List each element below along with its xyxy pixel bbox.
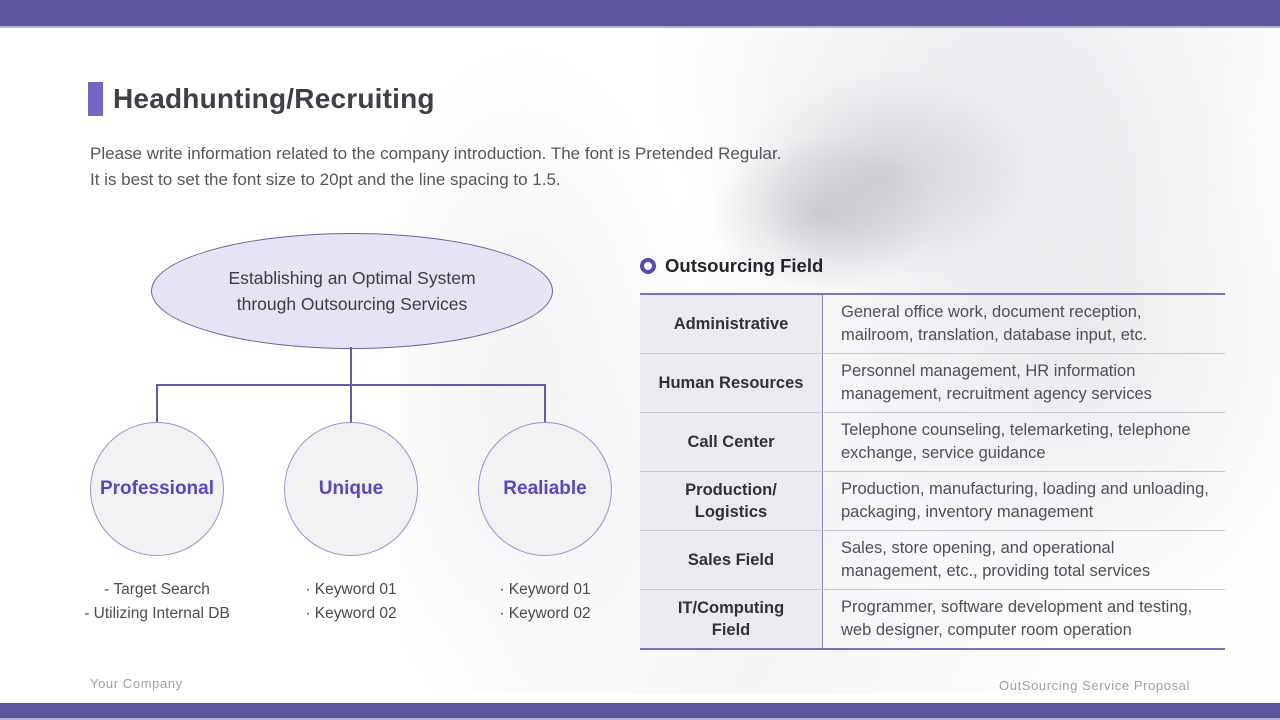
table-row: Administrative General office work, docu… xyxy=(640,295,1225,354)
keyword-item: - Utilizing Internal DB xyxy=(84,605,230,622)
page-title: Headhunting/Recruiting xyxy=(113,83,435,114)
table-row: Production/ Logistics Production, manufa… xyxy=(640,472,1225,531)
connector-stub-middle xyxy=(350,384,352,422)
field-cell: IT/Computing Field xyxy=(640,590,823,648)
connector-root-vertical xyxy=(350,347,352,384)
field-cell: Call Center xyxy=(640,413,823,471)
diagram-node: Realiable · Keyword 01 · Keyword 02 xyxy=(448,422,642,626)
keyword-item: · Keyword 02 xyxy=(499,605,591,622)
circle-label: Realiable xyxy=(503,478,587,499)
field-cell: Sales Field xyxy=(640,531,823,589)
outsourcing-table: Administrative General office work, docu… xyxy=(640,293,1225,650)
outsourcing-heading: Outsourcing Field xyxy=(665,255,824,276)
subtitle-line-2: It is best to set the font size to 20pt … xyxy=(90,170,561,189)
root-label-line-1: Establishing an Optimal System xyxy=(228,268,476,288)
table-row: Call Center Telephone counseling, telema… xyxy=(640,413,1225,472)
keyword-list: - Target Search - Utilizing Internal DB xyxy=(84,578,230,626)
description-cell: Sales, store opening, and operational ma… xyxy=(841,539,1151,580)
circle-label: Unique xyxy=(318,478,384,499)
footer-proposal: OutSourcing Service Proposal xyxy=(999,678,1190,693)
field-cell: Administrative xyxy=(640,295,823,353)
keyword-item: · Keyword 02 xyxy=(305,605,397,622)
outsourcing-section-header: Outsourcing Field xyxy=(640,255,823,277)
connector-stub-right xyxy=(544,384,546,422)
table-row: Sales Field Sales, store opening, and op… xyxy=(640,531,1225,590)
top-accent-bar xyxy=(0,0,1280,28)
subtitle-line-1: Please write information related to the … xyxy=(90,144,782,163)
keyword-item: - Target Search xyxy=(104,581,210,598)
description-cell: Telephone counseling, telemarketing, tel… xyxy=(841,421,1191,462)
description-cell: Programmer, software development and tes… xyxy=(841,598,1193,639)
subtitle: Please write information related to the … xyxy=(90,141,781,193)
keyword-item: · Keyword 01 xyxy=(305,581,397,598)
table-row: IT/Computing Field Programmer, software … xyxy=(640,590,1225,648)
keyword-list: · Keyword 01 · Keyword 02 xyxy=(499,578,590,626)
description-cell: General office work, document reception,… xyxy=(841,303,1148,344)
circle-label: Professional xyxy=(99,478,215,499)
diagram-root-node: Establishing an Optimal System through O… xyxy=(151,233,553,349)
keyword-list: · Keyword 01 · Keyword 02 xyxy=(305,578,396,626)
root-label-line-2: through Outsourcing Services xyxy=(236,294,468,314)
keyword-circle: Professional xyxy=(90,422,224,556)
table-row: Human Resources Personnel management, HR… xyxy=(640,354,1225,413)
diagram-child-nodes: Professional - Target Search - Utilizing … xyxy=(60,422,642,626)
footer-company: Your Company xyxy=(90,676,183,691)
field-cell: Production/ Logistics xyxy=(640,472,823,530)
title-block: Headhunting/Recruiting xyxy=(88,82,435,116)
description-cell: Personnel management, HR information man… xyxy=(841,362,1152,403)
field-cell: Human Resources xyxy=(640,354,823,412)
description-cell: Production, manufacturing, loading and u… xyxy=(841,480,1209,521)
diagram-node: Professional - Target Search - Utilizing … xyxy=(60,422,254,626)
diagram-node: Unique · Keyword 01 · Keyword 02 xyxy=(254,422,448,626)
bottom-accent-bar xyxy=(0,703,1280,720)
keyword-item: · Keyword 01 xyxy=(499,581,591,598)
connector-stub-left xyxy=(156,384,158,422)
keyword-circle: Unique xyxy=(284,422,418,556)
title-accent-bar xyxy=(88,82,103,116)
keyword-circle: Realiable xyxy=(478,422,612,556)
donut-bullet-icon xyxy=(640,258,656,274)
